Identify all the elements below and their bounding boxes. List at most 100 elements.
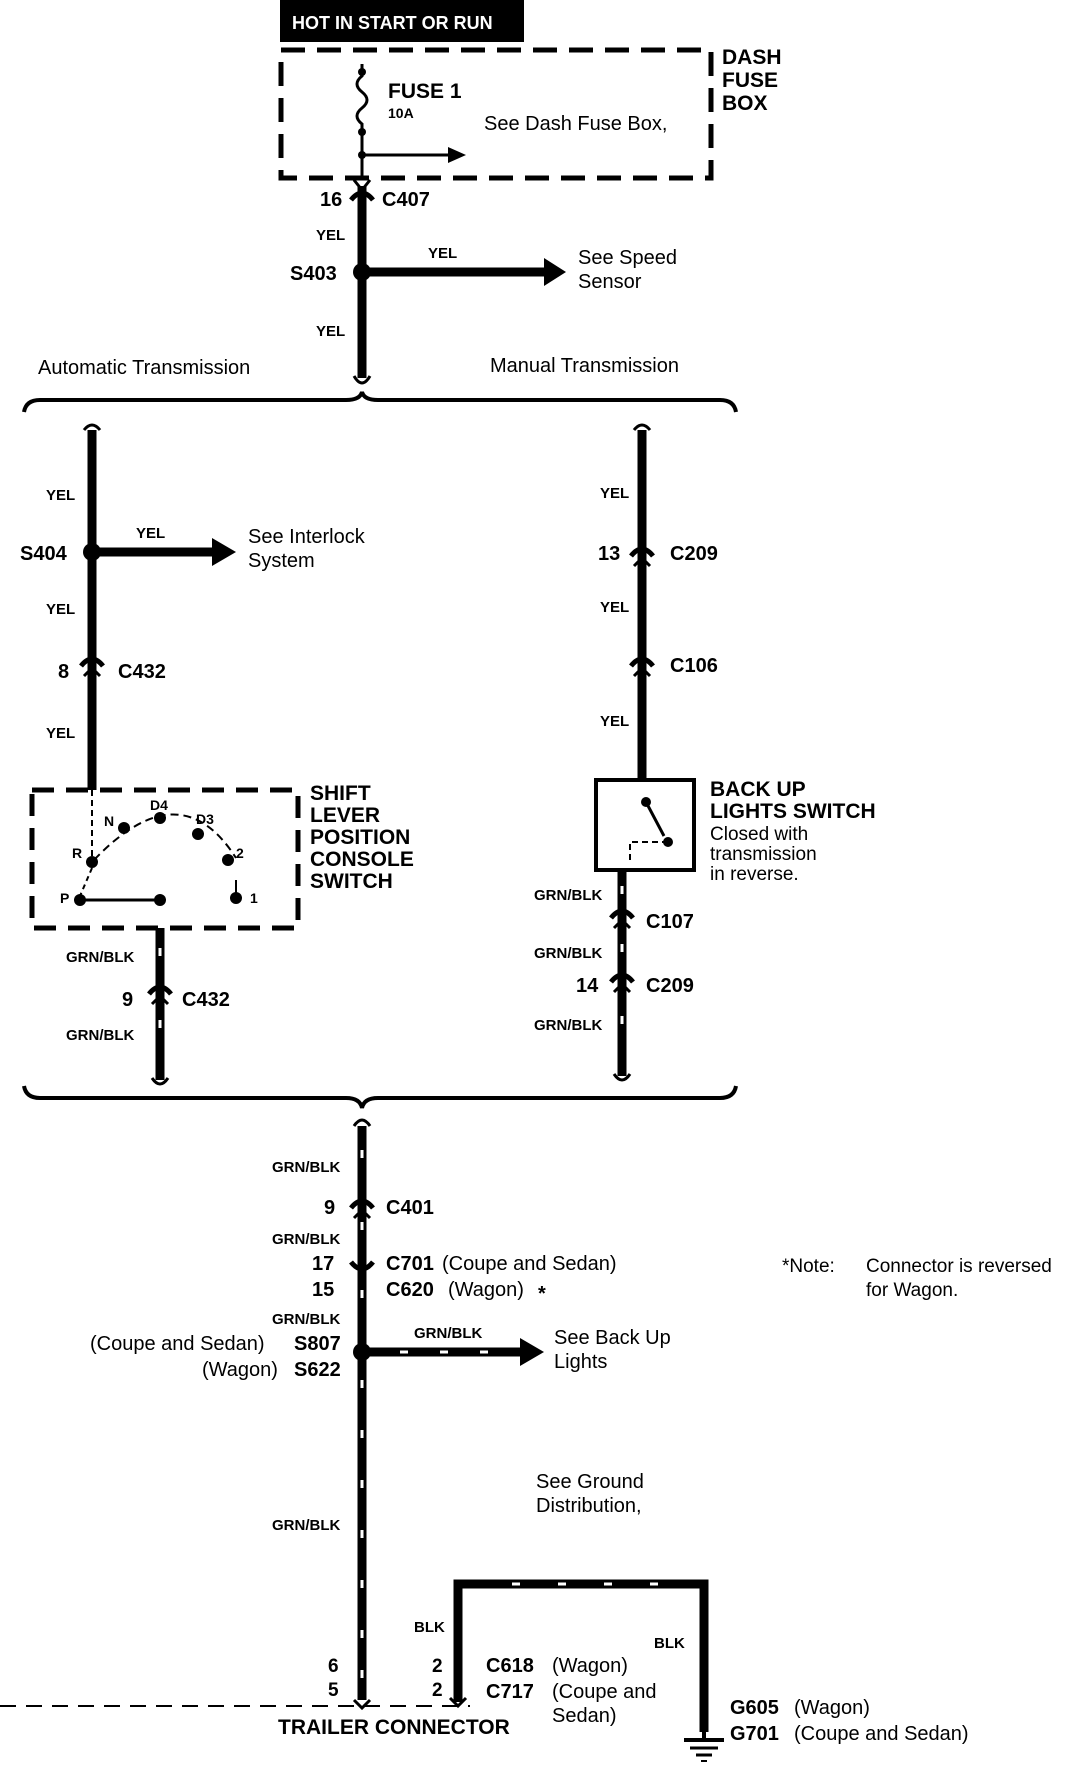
wire-label-blk: BLK xyxy=(654,1635,685,1652)
c701-label: C701 xyxy=(386,1253,434,1275)
pos-p: P xyxy=(60,890,69,906)
branch-manual-label: Manual Transmission xyxy=(490,355,679,377)
wire-label-yel: YEL xyxy=(428,245,457,262)
c620-note: (Wagon) xyxy=(448,1279,524,1301)
c618-note: (Wagon) xyxy=(552,1655,628,1677)
dash-fuse-box-outline xyxy=(278,47,714,181)
wire-label-grnblk: GRN/BLK xyxy=(272,1159,340,1176)
arrow-icon xyxy=(520,1338,544,1366)
shift-lever-switch-label: SHIFT LEVER POSITION CONSOLE SWITCH xyxy=(310,782,420,893)
branch-auto-label: Automatic Transmission xyxy=(38,357,250,379)
arrow-icon xyxy=(448,147,466,163)
c618-label: C618 xyxy=(486,1655,534,1677)
wire-label-grnblk: GRN/BLK xyxy=(66,1027,134,1044)
c401-pin: 9 xyxy=(324,1197,335,1219)
s807-note: (Coupe and Sedan) xyxy=(90,1333,265,1355)
wire-label-grnblk: GRN/BLK xyxy=(414,1325,482,1342)
c618-pin: 2 xyxy=(432,1656,443,1677)
wire-label-yel: YEL xyxy=(46,487,75,504)
tc-pin5: 5 xyxy=(328,1680,339,1701)
wire-label-grnblk: GRN/BLK xyxy=(272,1311,340,1328)
tc-pin6: 6 xyxy=(328,1656,339,1677)
c106-label: C106 xyxy=(670,655,718,677)
s622-label: S622 xyxy=(294,1359,341,1381)
wire-label-yel: YEL xyxy=(136,525,165,542)
backup-lights-switch-box xyxy=(594,778,696,872)
branch-brace-top xyxy=(22,391,738,413)
dash-fuse-box-label: DASH FUSE BOX xyxy=(722,46,787,115)
c717-label: C717 xyxy=(486,1681,534,1703)
interlock-see: See Interlock System xyxy=(248,526,370,572)
wire-label-yel: YEL xyxy=(46,725,75,742)
c717-note: (Coupe and Sedan) xyxy=(552,1681,662,1727)
wire-label-yel: YEL xyxy=(316,323,345,340)
wire-label-yel: YEL xyxy=(600,713,629,730)
ground-icon xyxy=(684,1728,724,1762)
trailer-connector-label: TRAILER CONNECTOR xyxy=(278,1716,510,1739)
pos-d3: D3 xyxy=(196,811,214,827)
connector-c407 xyxy=(349,190,375,202)
power-header-box xyxy=(280,0,524,42)
s403-label: S403 xyxy=(290,263,337,285)
power-header: HOT IN START OR RUN xyxy=(292,13,493,33)
connector-c107 xyxy=(609,908,635,920)
fuse-box-see: See Dash Fuse Box, xyxy=(484,113,667,135)
wire-blk-ground xyxy=(453,1579,709,1732)
wire-label-yel: YEL xyxy=(600,485,629,502)
g701-label: G701 xyxy=(730,1723,779,1745)
wire-label-grnblk: GRN/BLK xyxy=(534,887,602,904)
backup-lights-see: See Back Up Lights xyxy=(554,1327,676,1373)
connector-c401 xyxy=(349,1198,375,1210)
wire-label-grnblk: GRN/BLK xyxy=(272,1231,340,1248)
wire-label-yel: YEL xyxy=(600,599,629,616)
arrow-icon xyxy=(544,258,566,286)
c432-top-pin: 8 xyxy=(58,661,69,683)
c209-top-label: C209 xyxy=(670,543,718,565)
c209-bot-label: C209 xyxy=(646,975,694,997)
wire-label-blk: BLK xyxy=(414,1619,445,1636)
wire-label-grnblk: GRN/BLK xyxy=(534,945,602,962)
wire-label-yel: YEL xyxy=(316,227,345,244)
connector-c106 xyxy=(629,656,655,668)
s807-label: S807 xyxy=(294,1333,341,1355)
wire-label-yel: YEL xyxy=(46,601,75,618)
c432-bot-pin: 9 xyxy=(122,989,133,1011)
wire-label-grnblk: GRN/BLK xyxy=(534,1017,602,1034)
wire-label-grnblk: GRN/BLK xyxy=(272,1517,340,1534)
branch-brace-bottom xyxy=(22,1085,738,1109)
s622-note: (Wagon) xyxy=(202,1359,278,1381)
connector-c432-top xyxy=(79,656,105,668)
c620-star: * xyxy=(538,1283,546,1305)
ground-see: See Ground Distribution, xyxy=(536,1471,649,1517)
connector-c209-top xyxy=(629,546,655,558)
pos-2: 2 xyxy=(236,845,244,861)
c107-label: C107 xyxy=(646,911,694,933)
speed-sensor-see: See Speed Sensor xyxy=(578,247,683,293)
pos-r: R xyxy=(72,845,82,861)
note-label: *Note: xyxy=(782,1256,835,1277)
c407-label: C407 xyxy=(382,189,430,211)
wire-label-grnblk: GRN/BLK xyxy=(66,949,134,966)
c432-bot-label: C432 xyxy=(182,989,230,1011)
c620-pin: 15 xyxy=(312,1279,334,1301)
arrow-icon xyxy=(212,538,236,566)
connector-c209-bot xyxy=(609,972,635,984)
g701-note: (Coupe and Sedan) xyxy=(794,1723,969,1745)
pos-1: 1 xyxy=(250,890,258,906)
backup-switch-note: Closed with transmission in reverse. xyxy=(710,824,822,885)
c432-top-label: C432 xyxy=(118,661,166,683)
connector-c701 xyxy=(349,1260,375,1272)
connector-c432-bot xyxy=(147,984,173,996)
backup-switch-label: BACK UP LIGHTS SWITCH xyxy=(710,778,876,823)
s404-label: S404 xyxy=(20,543,68,565)
note-text: Connector is reversed for Wagon. xyxy=(866,1256,1057,1301)
pos-n: N xyxy=(104,813,114,829)
fuse-amps: 10A xyxy=(388,105,414,121)
g605-label: G605 xyxy=(730,1697,779,1719)
c701-pin: 17 xyxy=(312,1253,334,1275)
fuse-name: FUSE 1 xyxy=(388,80,462,103)
c401-label: C401 xyxy=(386,1197,434,1219)
c701-note: (Coupe and Sedan) xyxy=(442,1253,617,1275)
c209-top-pin: 13 xyxy=(598,543,620,565)
